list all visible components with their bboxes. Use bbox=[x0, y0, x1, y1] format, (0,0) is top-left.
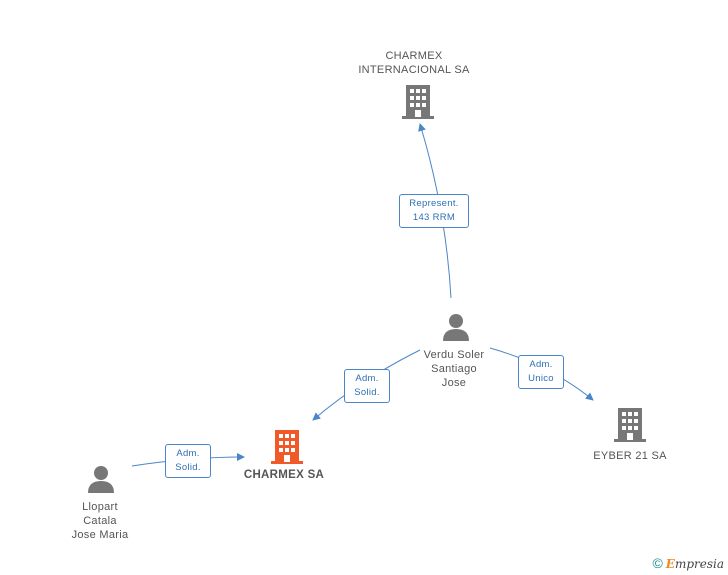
node-eyber-label[interactable]: EYBER 21 SA bbox=[593, 450, 667, 462]
building-icon[interactable] bbox=[271, 430, 303, 464]
edge-label-adm-solid-llopart[interactable]: Adm. Solid. bbox=[165, 444, 211, 478]
person-icon[interactable] bbox=[442, 313, 470, 341]
building-icon[interactable] bbox=[402, 85, 434, 119]
edge-label-adm-solid-verdu[interactable]: Adm. Solid. bbox=[344, 369, 390, 403]
node-verdu-label[interactable]: Verdu Soler Santiago Jose bbox=[423, 349, 485, 389]
footer-brand[interactable]: ©Empresia bbox=[652, 555, 724, 571]
brand-logo: Empresia bbox=[665, 557, 724, 571]
node-charmex-internacional-label[interactable]: CHARMEX INTERNACIONAL SA bbox=[358, 50, 470, 76]
copyright-icon: © bbox=[652, 555, 663, 571]
person-icon[interactable] bbox=[87, 465, 115, 493]
edge-label-represent[interactable]: Represent. 143 RRM bbox=[399, 194, 469, 228]
edge-label-adm-unico[interactable]: Adm. Unico bbox=[518, 355, 564, 389]
building-icon[interactable] bbox=[614, 408, 646, 442]
node-llopart-label[interactable]: Llopart Catala Jose Maria bbox=[71, 501, 129, 541]
node-charmex-label[interactable]: CHARMEX SA bbox=[243, 469, 325, 481]
